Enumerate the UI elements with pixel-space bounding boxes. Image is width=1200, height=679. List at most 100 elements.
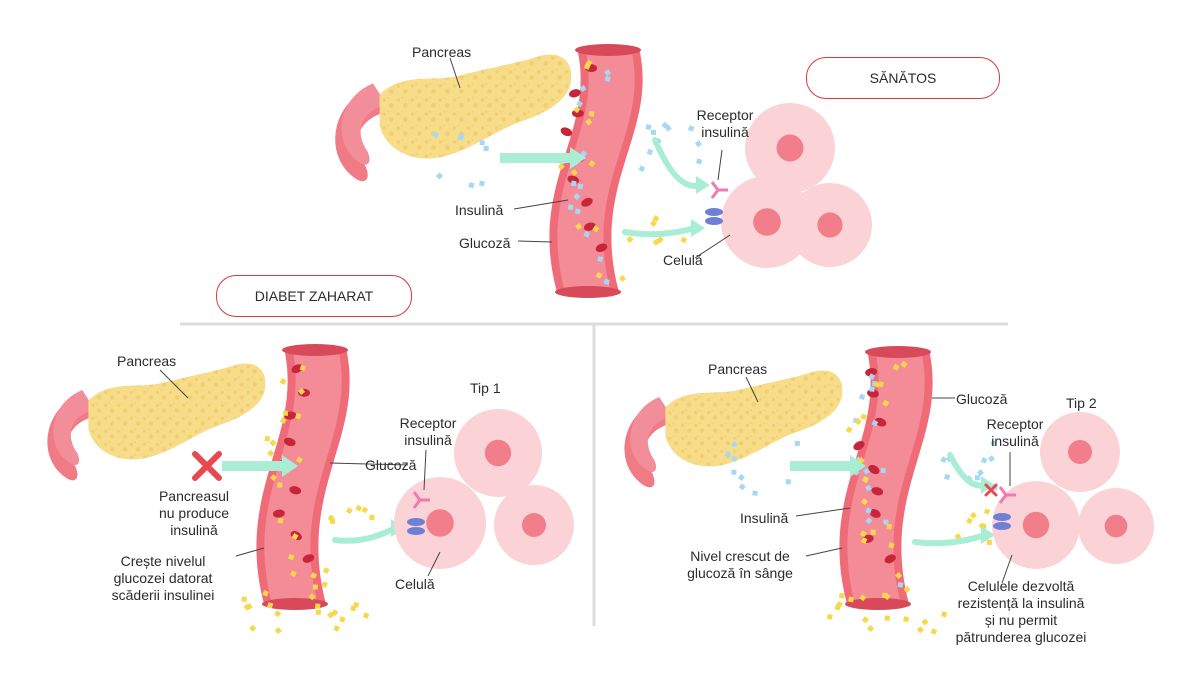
insulin-receptor bbox=[412, 491, 430, 509]
glucose-particle bbox=[339, 616, 346, 623]
glucose-particle bbox=[361, 506, 369, 514]
glucose-particle bbox=[279, 378, 287, 385]
healthy-scene bbox=[335, 44, 872, 298]
arrow-head bbox=[850, 455, 866, 477]
glucose-particle bbox=[888, 542, 895, 549]
insulin-particle bbox=[980, 457, 988, 464]
leader-line bbox=[805, 547, 843, 557]
insulin-particle bbox=[645, 124, 652, 130]
glucose-particle bbox=[295, 456, 303, 464]
glucose-particle bbox=[277, 482, 283, 488]
glucose-particle bbox=[860, 537, 868, 544]
glucose-particle bbox=[921, 618, 929, 626]
glucose-particle bbox=[862, 476, 869, 484]
insulin-particle bbox=[974, 475, 980, 481]
arrow-shaft bbox=[500, 153, 570, 163]
glucose-particle bbox=[903, 586, 911, 593]
glucose-particle bbox=[585, 59, 593, 67]
cell-nucleus bbox=[1068, 440, 1092, 464]
type2-glucose-label: Glucoză bbox=[956, 391, 1008, 407]
insulin-particle bbox=[865, 507, 872, 514]
healthy-insulin-label: Insulină bbox=[455, 202, 504, 218]
red-blood-cell bbox=[869, 509, 881, 518]
insulin-particle bbox=[432, 131, 440, 139]
insulin-particle bbox=[871, 419, 879, 427]
glucose-particle bbox=[267, 449, 275, 457]
insulin-particle bbox=[479, 180, 485, 187]
red-blood-cell bbox=[560, 127, 573, 137]
insulin-particle bbox=[468, 182, 475, 189]
cell-nucleus bbox=[776, 134, 804, 162]
glucose-particle bbox=[322, 567, 330, 574]
red-blood-cell bbox=[884, 554, 896, 564]
insulin-particle bbox=[752, 490, 758, 496]
insulin-particle bbox=[583, 231, 590, 238]
red-blood-cell bbox=[853, 441, 865, 451]
red-blood-cell bbox=[867, 389, 879, 398]
glucose-particle bbox=[859, 530, 867, 538]
glucose-particle bbox=[312, 584, 318, 590]
insulin-particle bbox=[604, 75, 611, 82]
insulin-particle bbox=[661, 121, 669, 129]
curved-arrow bbox=[912, 532, 988, 547]
glucose-transporter bbox=[407, 518, 425, 526]
glucose-particle bbox=[308, 593, 316, 601]
glucose-particle bbox=[585, 118, 593, 126]
leader-line bbox=[449, 57, 461, 89]
glucose-particle bbox=[298, 388, 306, 396]
blood-vessel bbox=[839, 346, 933, 610]
glucose-particle bbox=[854, 418, 862, 425]
curved-arrow bbox=[622, 225, 698, 238]
glucose-particle bbox=[870, 529, 876, 535]
insulin-particle bbox=[650, 129, 656, 135]
cell-nucleus bbox=[484, 439, 512, 467]
healthy-badge: SĂNĂTOS bbox=[806, 57, 1000, 99]
vessel-bottom-opening bbox=[262, 598, 328, 610]
glucose-particle bbox=[848, 596, 854, 603]
pancreas bbox=[335, 54, 572, 182]
glucose-particle bbox=[649, 219, 657, 227]
glucose-particle bbox=[881, 592, 888, 599]
cell-nucleus bbox=[426, 509, 454, 537]
duodenum-inner bbox=[630, 397, 672, 472]
panel-dividers bbox=[180, 322, 1008, 626]
glucose-particle bbox=[838, 592, 845, 599]
duodenum-inner bbox=[53, 390, 95, 465]
glucose-particle bbox=[903, 616, 910, 623]
arrow-shaft bbox=[790, 461, 850, 471]
red-blood-cell bbox=[865, 368, 878, 377]
glucose-particle bbox=[680, 236, 688, 244]
insulin-particle bbox=[864, 484, 872, 492]
glucose-particle bbox=[274, 627, 282, 635]
insulin-particle bbox=[987, 455, 995, 463]
glucose-particle bbox=[369, 514, 375, 521]
glucose-particle bbox=[299, 364, 306, 372]
insulin-particle bbox=[694, 140, 702, 148]
insulin-particle bbox=[603, 278, 610, 285]
red-blood-cell bbox=[272, 509, 285, 518]
insulin-particle bbox=[638, 165, 646, 173]
glucose-particle bbox=[353, 601, 360, 608]
glucose-transporter bbox=[407, 527, 425, 535]
leader-line bbox=[717, 149, 723, 181]
blocked-x-icon bbox=[984, 483, 998, 497]
type2-insulin-label: Insulină bbox=[740, 510, 789, 526]
glucose-particle bbox=[930, 628, 938, 635]
leader-line bbox=[427, 551, 441, 577]
insulin-particle bbox=[573, 193, 581, 201]
glucose-particle bbox=[290, 570, 297, 578]
glucose-particle bbox=[314, 603, 321, 609]
glucose-particle bbox=[618, 274, 627, 282]
glucose-particle bbox=[245, 603, 253, 611]
glucose-particle bbox=[362, 612, 370, 619]
glucose-particle bbox=[287, 553, 295, 561]
glucose-particle bbox=[941, 611, 948, 618]
leader-line bbox=[745, 376, 759, 403]
leader-line bbox=[694, 234, 731, 259]
cell-nucleus bbox=[1104, 514, 1128, 538]
glucose-particle bbox=[966, 517, 973, 525]
